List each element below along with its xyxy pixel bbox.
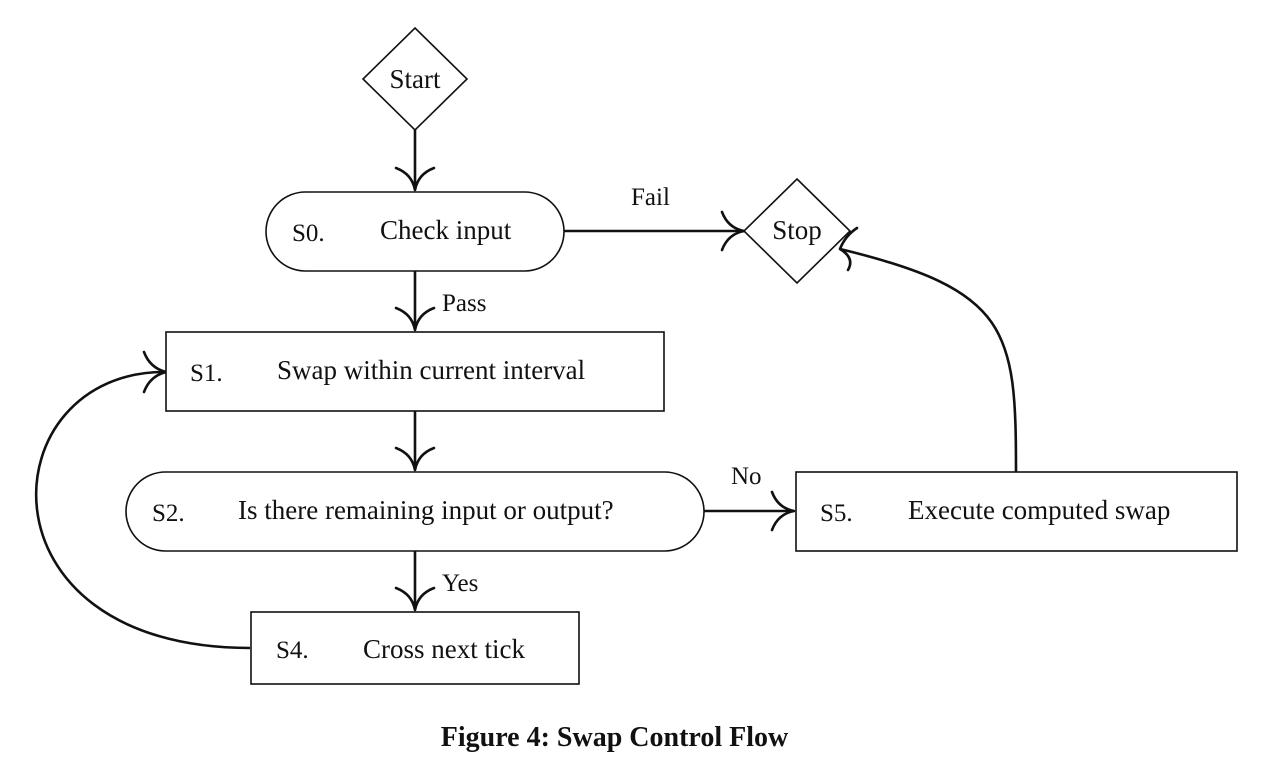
s4-box [250, 611, 580, 685]
node-start: Start [361, 26, 469, 132]
s5-box [795, 471, 1238, 552]
s0-id: S0. [292, 220, 325, 247]
s5-label: Execute computed swap [908, 495, 1170, 525]
node-s0: S0. Check input [265, 191, 565, 272]
edge-label-no: No [731, 463, 762, 490]
start-label: Start [390, 64, 441, 94]
node-s1: S1. Swap within current interval [165, 331, 665, 412]
s0-label: Check input [380, 215, 512, 245]
s2-rounded-box [125, 471, 705, 552]
s2-label: Is there remaining input or output? [238, 495, 614, 525]
stop-diamond [742, 177, 852, 285]
s2-id: S2. [152, 500, 185, 527]
s4-id: S4. [276, 637, 309, 664]
s0-rounded-box [265, 191, 565, 272]
s1-id: S1. [190, 360, 223, 387]
stop-label: Stop [772, 215, 822, 245]
node-s4: S4. Cross next tick [250, 611, 580, 685]
edge-start-to-s0 [394, 130, 436, 192]
edge-s5-to-stop [838, 226, 1018, 473]
edge-s2-to-s4 [394, 551, 436, 612]
edge-s0-to-stop [564, 210, 746, 252]
node-s2: S2. Is there remaining input or output? [125, 471, 705, 552]
edge-label-fail: Fail [631, 184, 670, 211]
node-stop: Stop [742, 177, 852, 285]
edge-label-pass: Pass [442, 290, 486, 317]
node-s5: S5. Execute computed swap [795, 471, 1238, 552]
edge-label-yes: Yes [442, 570, 478, 597]
edge-s0-to-s1 [394, 271, 436, 332]
s5-id: S5. [820, 500, 853, 527]
s1-box [165, 331, 665, 412]
edge-s2-to-s5 [704, 490, 796, 532]
start-diamond [361, 26, 469, 132]
figure-caption: Figure 4: Swap Control Flow [440, 722, 789, 753]
edge-s1-to-s2 [394, 411, 436, 472]
s4-label: Cross next tick [363, 634, 525, 664]
s1-label: Swap within current interval [277, 355, 585, 385]
